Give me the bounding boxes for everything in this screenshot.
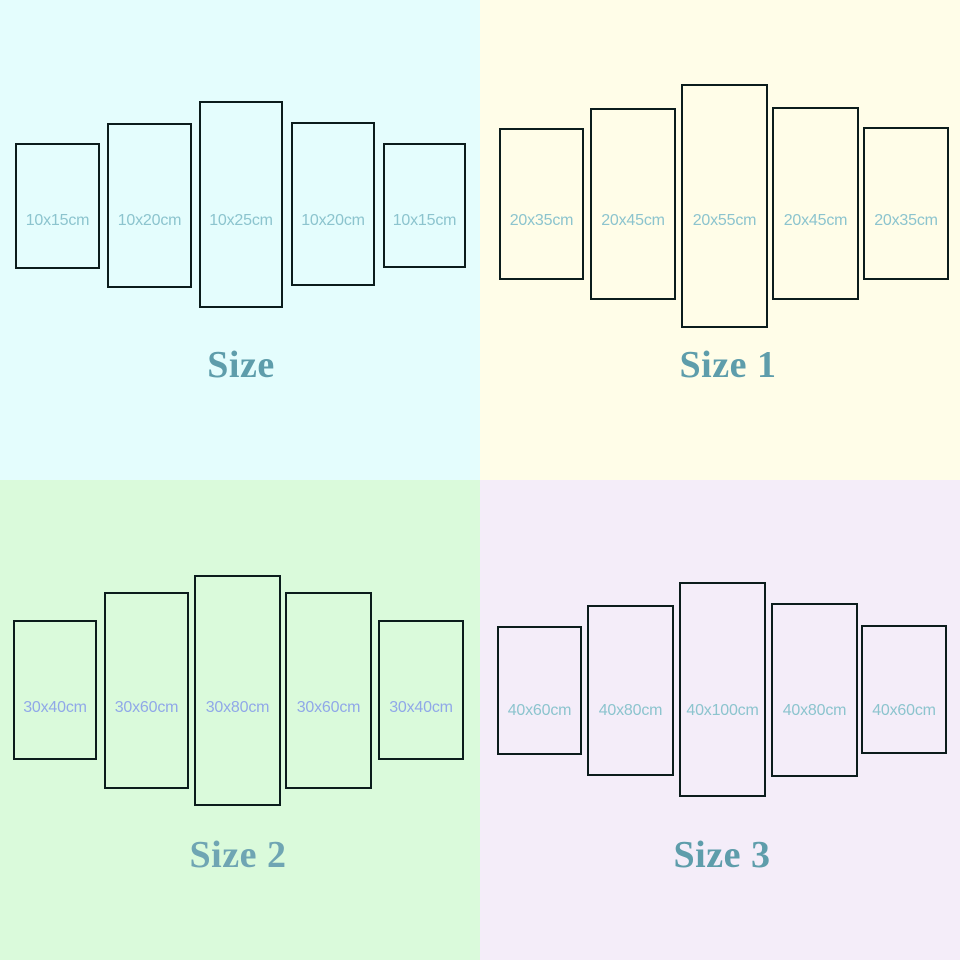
panel-size-label: 20x35cm: [509, 212, 574, 229]
canvas-panel[interactable]: [194, 575, 281, 806]
canvas-panel[interactable]: [587, 605, 674, 776]
group-title: Size 2: [189, 834, 287, 876]
canvas-panel[interactable]: [285, 592, 372, 789]
panel-size-label: 10x15cm: [392, 212, 457, 229]
canvas-panel[interactable]: [681, 84, 768, 328]
panel-size-label: 20x55cm: [692, 212, 757, 229]
group-title: Size 1: [679, 344, 777, 386]
panel-size-label: 40x80cm: [782, 702, 847, 719]
panel-size-label: 20x45cm: [783, 212, 848, 229]
canvas-panel[interactable]: [497, 626, 582, 755]
canvas-panel[interactable]: [199, 101, 283, 308]
panel-size-label: 40x60cm: [872, 702, 936, 719]
group-title: Size 3: [673, 834, 771, 876]
canvas-panel[interactable]: [291, 122, 375, 286]
panel-size-label: 40x80cm: [598, 702, 663, 719]
panel-size-label: 10x25cm: [209, 212, 273, 229]
panel-size-label: 10x20cm: [301, 212, 365, 229]
canvas-panel[interactable]: [863, 127, 949, 280]
canvas-panel[interactable]: [771, 603, 858, 777]
panel-size-label: 30x60cm: [114, 699, 179, 716]
canvas-panel[interactable]: [590, 108, 676, 300]
canvas-panel[interactable]: [772, 107, 859, 300]
panel-size-label: 30x80cm: [205, 699, 270, 716]
canvas-panel[interactable]: [104, 592, 189, 789]
panel-size-label: 10x15cm: [25, 212, 90, 229]
panel-size-label: 10x20cm: [117, 212, 182, 229]
canvas-panel[interactable]: [13, 620, 97, 760]
canvas-panel[interactable]: [679, 582, 766, 797]
panel-size-label: 40x60cm: [507, 702, 572, 719]
canvas-panel[interactable]: [861, 625, 947, 754]
canvas-panel[interactable]: [499, 128, 584, 280]
canvas-panel[interactable]: [15, 143, 100, 269]
canvas-panel[interactable]: [107, 123, 192, 288]
canvas-panel[interactable]: [378, 620, 464, 760]
group-title: Size: [207, 344, 275, 386]
panel-size-label: 30x40cm: [23, 699, 87, 716]
panel-size-label: 20x45cm: [601, 212, 665, 229]
panel-size-label: 20x35cm: [874, 212, 938, 229]
canvas-panel[interactable]: [383, 143, 466, 268]
panel-size-label: 30x40cm: [389, 699, 453, 716]
panel-size-label: 40x100cm: [686, 702, 759, 719]
panel-size-label: 30x60cm: [296, 699, 361, 716]
